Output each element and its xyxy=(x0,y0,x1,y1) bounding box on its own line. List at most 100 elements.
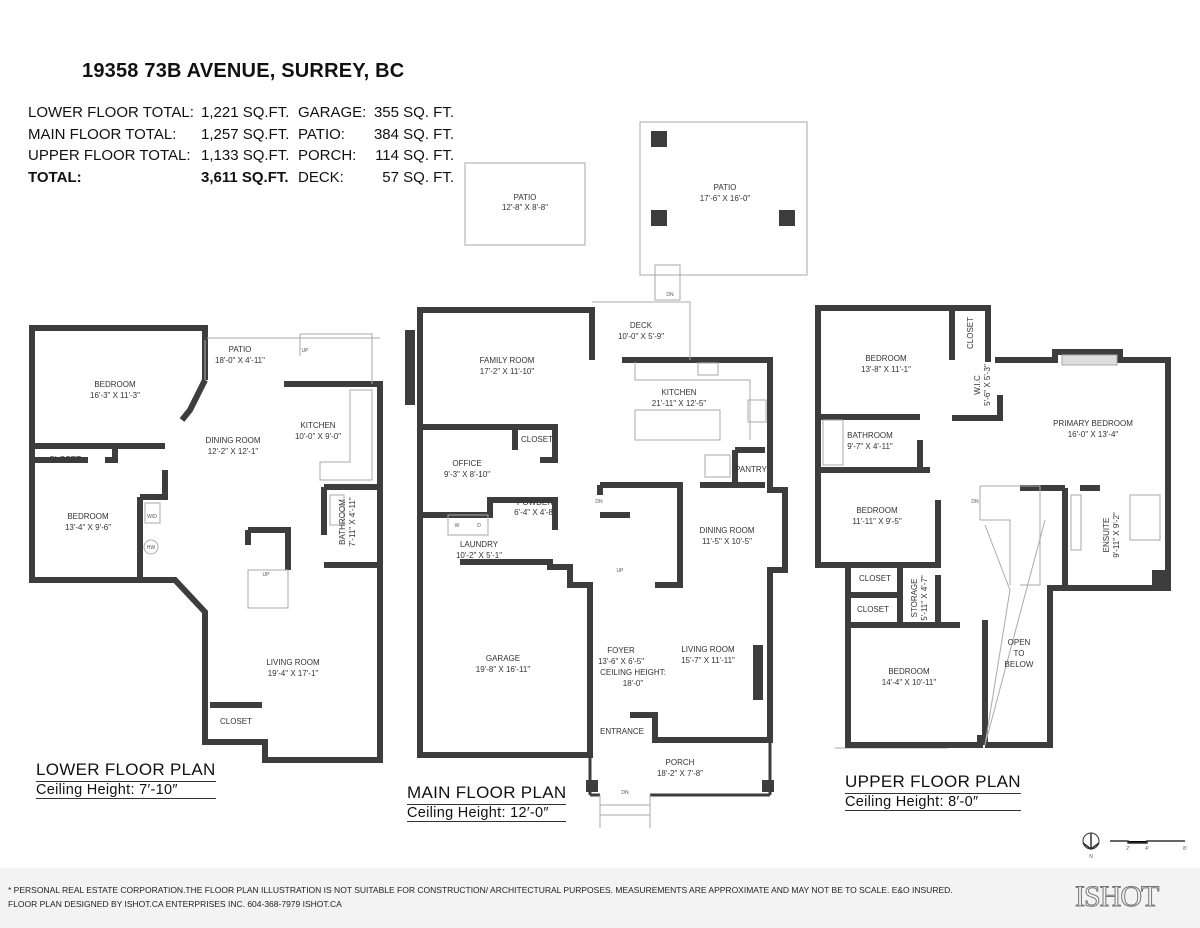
scale-tick: 2' xyxy=(1126,846,1130,852)
room-size: 11'-11" X 9'-5" xyxy=(852,517,902,526)
room-name: KITCHEN xyxy=(300,421,335,430)
room-name: CLOSET xyxy=(859,574,891,583)
stairs-down-label: DN xyxy=(595,499,603,505)
north-arrow-icon xyxy=(1082,832,1100,850)
main-floor-fixtures xyxy=(447,121,948,828)
stairs-up-label: UP xyxy=(302,348,310,354)
room-name: DECK xyxy=(630,321,653,330)
area-label: TOTAL: xyxy=(28,168,82,186)
room-name: BEDROOM xyxy=(888,667,930,676)
room-name: GARAGE xyxy=(486,654,520,663)
room-name: BEDROOM xyxy=(67,512,109,521)
washer-label: W xyxy=(455,523,460,529)
dryer-label: D xyxy=(477,523,481,529)
area-value: 1,221 SQ.FT. xyxy=(201,104,290,121)
room-size: 16'-0" X 13'-4" xyxy=(1068,430,1119,439)
room-name: LIVING ROOM xyxy=(266,658,320,667)
room-size: 15'-7" X 11'-11" xyxy=(681,656,735,665)
main-floor-walls xyxy=(405,307,788,797)
upper-floor-plan-title: UPPER FLOOR PLAN Ceiling Height: 8′-0″ xyxy=(845,772,1021,811)
upper-floor-labels: BEDROOM 13'-8" X 11'-1" CLOSET W.I.C 5'-… xyxy=(847,317,1133,687)
room-name: BEDROOM xyxy=(856,506,898,515)
room-size: 13'-8" X 11'-1" xyxy=(861,365,911,374)
room-name: BELOW xyxy=(1005,660,1034,669)
room-name: OPEN xyxy=(1008,638,1031,647)
upper-floor-walls xyxy=(815,305,1171,748)
room-size: 19'-8" X 16'-11" xyxy=(476,665,531,674)
area-label: GARAGE: xyxy=(298,104,367,121)
room-name: CLOSET xyxy=(966,317,975,349)
room-name: BATHROOM xyxy=(338,499,347,545)
room-name: DINING ROOM xyxy=(699,526,754,535)
room-name: CLOSET xyxy=(521,435,553,444)
ishot-logo: ISHOT xyxy=(1074,880,1159,914)
room-name: W.I.C xyxy=(973,375,982,395)
area-value: 3,611 SQ.FT. xyxy=(201,168,289,186)
room-name: BEDROOM xyxy=(865,354,907,363)
plan-heading: LOWER FLOOR PLAN xyxy=(36,760,216,782)
room-name: BATHROOM xyxy=(847,431,893,440)
room-size: 10'-0" X 9'-0" xyxy=(295,432,341,441)
room-name: PANTRY xyxy=(735,465,767,474)
area-row-total: TOTAL: 3,611 SQ.FT. DECK: 57 SQ. FT. xyxy=(28,167,468,189)
room-size: 10'-2" X 5'-1" xyxy=(456,551,502,560)
room-name: CLOSET xyxy=(220,717,252,726)
room-name: PATIO xyxy=(229,345,252,354)
area-label: PORCH: xyxy=(298,147,357,164)
area-value: 1,133 SQ.FT. xyxy=(201,147,290,164)
stairs-down-label: DN xyxy=(971,499,979,505)
room-size: 7'-11" X 4'-11" xyxy=(348,497,357,547)
room-size: 10'-0" X 5'-9" xyxy=(618,332,664,341)
area-value: 355 SQ. FT. xyxy=(373,104,454,121)
room-name: DINING ROOM xyxy=(205,436,260,445)
disclaimer: * PERSONAL REAL ESTATE CORPORATION.THE F… xyxy=(8,885,953,895)
scale-tick: 4' xyxy=(1145,846,1149,852)
hot-water-label: HW xyxy=(147,545,156,551)
plan-ceiling-height: Ceiling Height: 7′-10″ xyxy=(36,782,216,799)
stairs-up-label: UP xyxy=(263,572,271,578)
stairs-down-label: DN xyxy=(621,790,629,796)
room-name: PATIO xyxy=(514,193,537,202)
room-name: LIVING ROOM xyxy=(681,645,735,654)
room-size: 9'-7" X 4'-11" xyxy=(847,442,893,451)
room-name: PATIO xyxy=(714,183,737,192)
room-name: CLOSET xyxy=(857,605,889,614)
room-name: TO xyxy=(1014,649,1025,658)
room-name: ENTRANCE xyxy=(600,727,644,736)
room-size: 11'-5" X 10'-5" xyxy=(702,537,752,546)
room-name: BEDROOM xyxy=(94,380,136,389)
designer-credit: FLOOR PLAN DESIGNED BY ISHOT.CA ENTERPRI… xyxy=(8,899,342,909)
stairs-up-label: UP xyxy=(617,568,625,574)
room-size: 12'-8" X 8'-8" xyxy=(502,203,548,212)
area-value: 114 SQ. FT. xyxy=(375,147,454,164)
room-name: PORCH xyxy=(666,758,695,767)
scale-bar xyxy=(1110,840,1185,844)
room-name: FAMILY ROOM xyxy=(480,356,535,365)
area-label: LOWER FLOOR TOTAL: xyxy=(28,104,194,121)
upper-floor-fixtures xyxy=(822,354,1161,746)
room-size: 13'-4" X 9'-6" xyxy=(65,523,111,532)
plan-heading: UPPER FLOOR PLAN xyxy=(845,772,1021,794)
room-size: 9'-11" X 9'-2" xyxy=(1112,512,1121,558)
area-row-lower: LOWER FLOOR TOTAL: 1,221 SQ.FT. GARAGE: … xyxy=(28,102,468,124)
room-size: 12'-2" X 12'-1" xyxy=(208,447,259,456)
area-summary: LOWER FLOOR TOTAL: 1,221 SQ.FT. GARAGE: … xyxy=(28,102,468,188)
room-name: STORAGE xyxy=(910,579,919,618)
room-size: 14'-4" X 10'-11" xyxy=(882,678,937,687)
main-floor-plan-title: MAIN FLOOR PLAN Ceiling Height: 12′-0″ xyxy=(407,783,567,822)
plan-heading: MAIN FLOOR PLAN xyxy=(407,783,567,805)
stairs-down-label: DN xyxy=(666,292,674,298)
room-name: FOYER xyxy=(607,646,635,655)
lower-floor-walls xyxy=(29,325,383,763)
property-address: 19358 73B AVENUE, SURREY, BC xyxy=(82,60,405,82)
room-size: 5'-11" X 4'-7" xyxy=(920,575,929,621)
plan-ceiling-height: Ceiling Height: 8′-0″ xyxy=(845,794,1021,811)
room-size: 16'-3" X 11'-3" xyxy=(90,391,140,400)
room-name: POWDER xyxy=(517,498,553,507)
main-floor-labels: FAMILY ROOM 17'-2" X 11'-10" DECK 10'-0"… xyxy=(444,183,768,796)
room-size: 19'-4" X 17'-1" xyxy=(268,669,319,678)
room-note: CEILING HEIGHT: xyxy=(600,668,666,677)
area-value: 1,257 SQ.FT. xyxy=(201,125,290,143)
room-size: 18'-0" X 4'-11" xyxy=(215,356,265,365)
room-name: PRIMARY BEDROOM xyxy=(1053,419,1133,428)
